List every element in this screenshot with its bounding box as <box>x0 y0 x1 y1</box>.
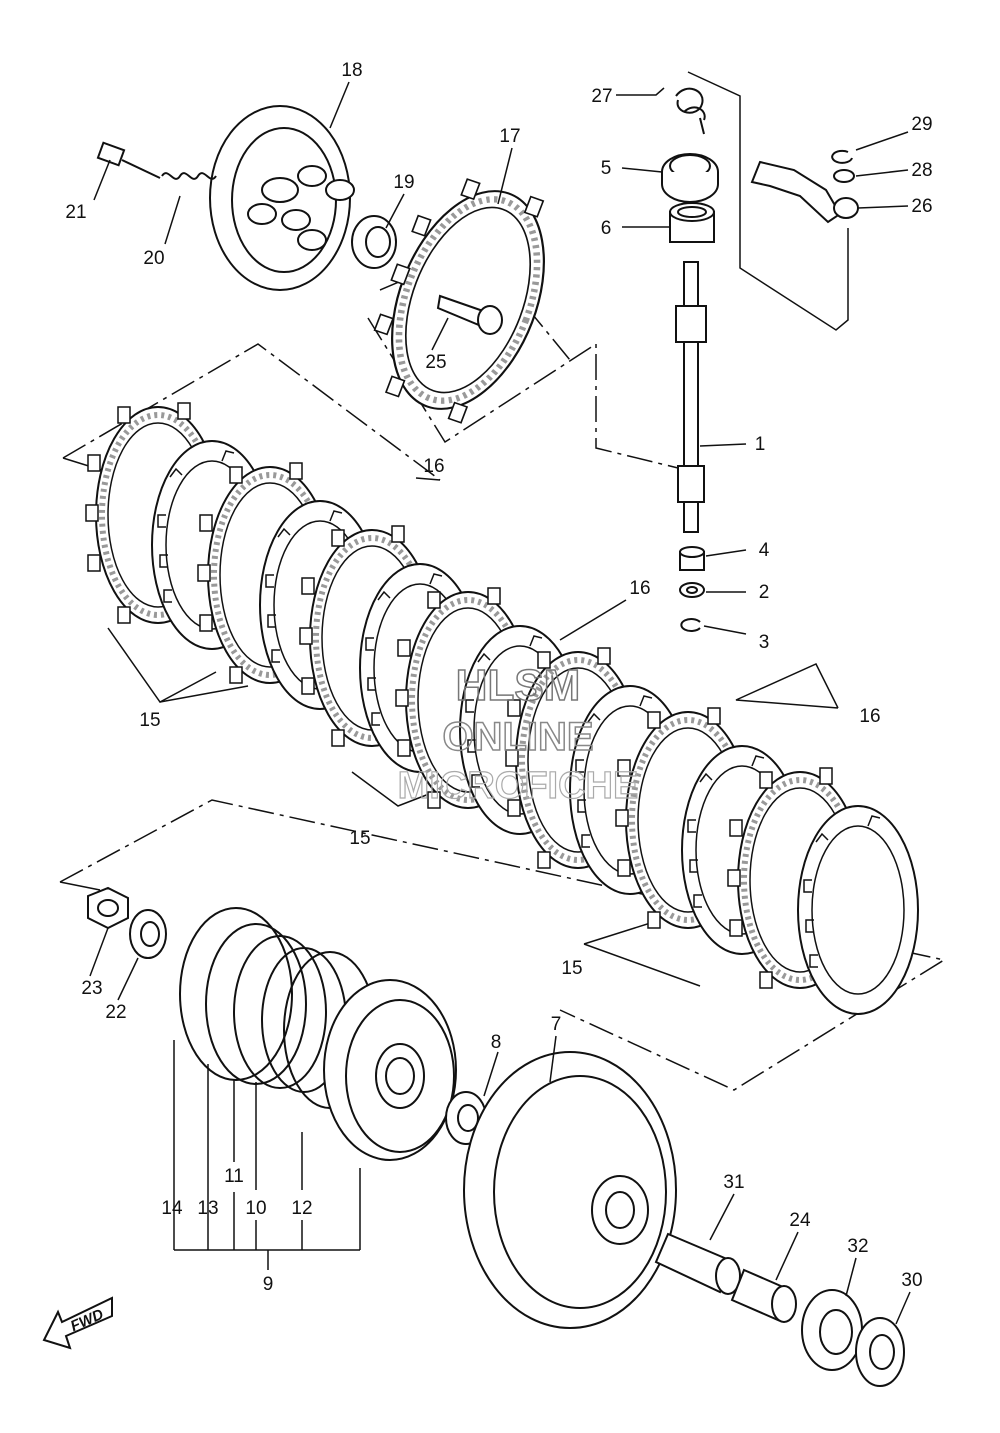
watermark-line-2: ONLINE <box>442 715 593 759</box>
washer-30 <box>855 1317 905 1387</box>
watermark-line-1: HLSM <box>456 661 581 710</box>
part-label-3: 3 <box>759 632 770 653</box>
part-label-4: 4 <box>759 540 770 561</box>
bolt-21 <box>96 141 161 179</box>
part-label-21: 21 <box>65 202 86 223</box>
part-label-23: 23 <box>81 978 102 999</box>
washer-2 <box>679 582 705 598</box>
part-label-14: 14 <box>161 1198 183 1219</box>
nut-23 <box>87 886 129 930</box>
needle-bearing-24 <box>730 1268 797 1323</box>
part-label-11: 11 <box>224 1166 244 1187</box>
part-labels: 1 2 3 4 5 6 7 8 9 10 11 12 13 14 15 15 1… <box>65 60 932 1295</box>
part-label-1: 1 <box>755 434 766 455</box>
clutch-boss-hub <box>323 979 457 1161</box>
part-label-24: 24 <box>789 1210 811 1231</box>
part-label-18: 18 <box>341 60 362 81</box>
part-label-13: 13 <box>197 1198 218 1219</box>
part-label-27: 27 <box>591 86 612 107</box>
part-label-19: 19 <box>393 172 414 193</box>
part-label-8: 8 <box>491 1032 502 1053</box>
primary-driven-gear-7 <box>463 1051 677 1329</box>
part-label-32: 32 <box>847 1236 868 1257</box>
part-label-29: 29 <box>911 114 932 135</box>
fwd-label: FWD <box>68 1306 106 1335</box>
group-bracket-9 <box>173 1040 361 1270</box>
part-label-10: 10 <box>245 1198 266 1219</box>
fwd-arrow-icon: FWD <box>42 1296 113 1350</box>
circlip-3 <box>680 618 701 632</box>
bearing-4 <box>679 546 705 571</box>
part-label-15a: 15 <box>139 710 160 731</box>
bearing-19 <box>351 215 397 269</box>
part-label-25: 25 <box>425 352 446 373</box>
leader-lines <box>89 81 911 1325</box>
part-label-16b: 16 <box>629 578 650 599</box>
clutch-plate-17 <box>351 164 574 433</box>
part-label-16a: 16 <box>423 456 444 477</box>
push-lever-axle-1 <box>675 261 707 533</box>
pressure-plate-18 <box>209 105 355 291</box>
part-label-17: 17 <box>499 126 520 147</box>
spring-20 <box>161 172 217 180</box>
spacer-31 <box>654 1232 741 1295</box>
part-label-9: 9 <box>263 1274 274 1295</box>
part-label-5: 5 <box>601 158 612 179</box>
spring-27 <box>675 87 706 135</box>
part-label-20: 20 <box>143 248 164 269</box>
part-label-7: 7 <box>551 1014 562 1035</box>
part-label-31: 31 <box>723 1172 744 1193</box>
part-label-15b: 15 <box>349 828 370 849</box>
washer-22 <box>129 909 167 959</box>
part-label-22: 22 <box>105 1002 126 1023</box>
needle-bearing-6 <box>669 202 715 243</box>
part-label-30: 30 <box>901 1270 922 1291</box>
part-label-12: 12 <box>291 1198 312 1219</box>
push-rod-25 <box>436 294 503 335</box>
watermark: HLSM ONLINE MICROFICHE <box>397 660 639 807</box>
gear-32 <box>801 1289 863 1371</box>
oil-seal-5 <box>661 153 719 203</box>
part-label-16c: 16 <box>859 706 880 727</box>
part-label-2: 2 <box>759 582 770 603</box>
part-label-15c: 15 <box>561 958 582 979</box>
part-label-28: 28 <box>911 160 932 181</box>
part-label-26: 26 <box>911 196 932 217</box>
washer-28 <box>833 169 855 183</box>
watermark-line-3: MICROFICHE <box>398 765 639 807</box>
part-label-6: 6 <box>601 218 612 239</box>
circlip-29 <box>831 149 853 164</box>
